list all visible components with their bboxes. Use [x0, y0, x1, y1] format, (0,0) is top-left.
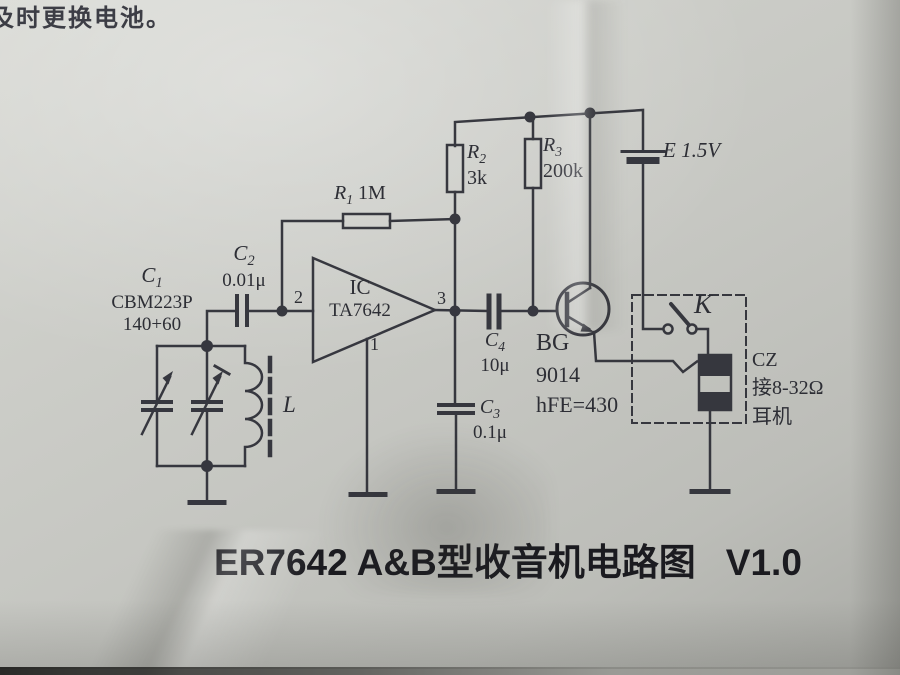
resistor-r2-symbol [445, 143, 465, 405]
label-battery: E 1.5V [663, 138, 721, 162]
title-text: ER7642 A&B型收音机电路图 [214, 542, 696, 583]
label-jack-ref: CZ [752, 349, 778, 371]
title-version: V1.0 [725, 542, 802, 583]
resistor-r1-symbol [280, 212, 457, 313]
label-c1-model: CBM223P [111, 292, 193, 314]
label-ic-name: IC [349, 275, 371, 299]
label-r1-value: 1M [358, 182, 386, 204]
switch-symbol [662, 302, 710, 357]
label-jack-spec: 接8-32Ω [752, 377, 824, 400]
label-inductor: L [283, 392, 296, 417]
label-pin2: 2 [294, 287, 303, 307]
label-c2-ref: C2 [233, 241, 255, 270]
jack-dashed-box [631, 294, 747, 424]
label-c1-value: 140+60 [122, 314, 182, 336]
label-c2-value: 0.01μ [222, 270, 266, 292]
label-ic-model: TA7642 [329, 299, 391, 321]
battery-symbol [620, 150, 666, 331]
label-pin3: 3 [437, 288, 446, 308]
label-r3: R3 200k [543, 134, 583, 183]
power-rail [453, 108, 645, 151]
label-c4-value: 10μ [480, 355, 510, 377]
label-c3-value: 0.1μ [473, 422, 507, 444]
tuning-tank-symbol [140, 344, 247, 505]
capacitor-c3-symbol [436, 403, 476, 494]
ic-amplifier-symbol [311, 256, 489, 497]
label-jack: CZ 接8-32Ω 耳机 [752, 346, 824, 431]
inductor-symbol [243, 344, 273, 468]
label-pin1: 1 [370, 334, 379, 354]
resistor-r3-symbol [523, 115, 543, 313]
label-transistor-ref: BG [536, 330, 570, 356]
label-transistor-model: 9014 [536, 362, 580, 388]
label-jack-device: 耳机 [752, 405, 792, 428]
label-c1-ref: C1 [141, 263, 163, 292]
label-c4: C4 10μ [473, 329, 517, 377]
label-transistor: BG 9014 hFE=430 [536, 327, 618, 421]
label-r2: R2 3k [467, 141, 487, 190]
label-c2: C2 0.01μ [205, 241, 283, 292]
label-switch: K [694, 289, 713, 319]
battery-note: 及时更换电池。 [0, 6, 172, 32]
label-r2-value: 3k [467, 167, 487, 190]
earphone-jack-symbol [689, 353, 733, 494]
label-r3-value: 200k [543, 160, 583, 183]
label-c1: C1 CBM223P 140+60 [104, 263, 200, 337]
label-transistor-hfe: hFE=430 [536, 392, 619, 418]
transistor-symbol [555, 111, 699, 374]
capacitor-c4-symbol [486, 293, 559, 330]
label-ic: IC TA7642 [315, 275, 405, 322]
junction-dots [201, 107, 596, 472]
label-r1: R1 1M [334, 182, 386, 207]
diagram-title: ER7642 A&B型收音机电路图 V1.0 [214, 541, 802, 585]
label-c3: C3 0.1μ [466, 396, 514, 444]
